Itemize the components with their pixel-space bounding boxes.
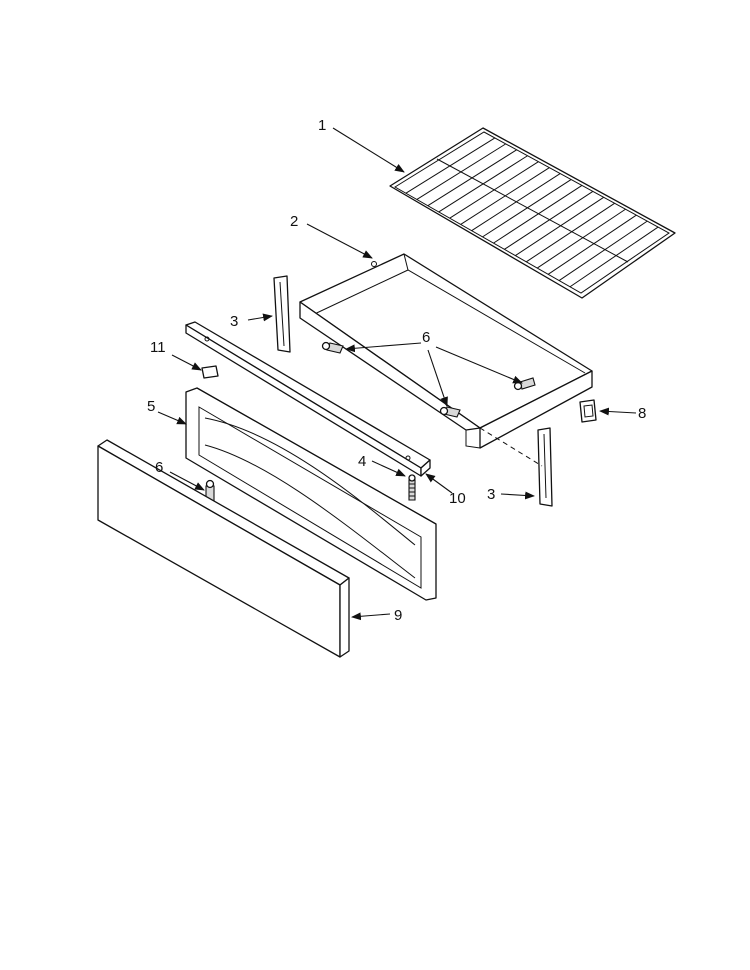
callout-2: 2 <box>290 213 298 230</box>
rack-bar <box>405 137 496 194</box>
panel-screw[interactable] <box>408 474 416 501</box>
rack-bar <box>536 208 626 269</box>
drawer-bracket[interactable] <box>185 321 431 477</box>
rack-bars <box>405 137 659 288</box>
rack-bar <box>482 179 572 238</box>
screw-left[interactable] <box>321 341 344 354</box>
leader-lines <box>157 127 637 621</box>
rack-bar <box>515 196 604 257</box>
callout-11: 11 <box>150 339 166 356</box>
rack-bar <box>493 185 583 244</box>
drawer-slide-left[interactable] <box>273 275 291 353</box>
clip[interactable] <box>579 399 597 423</box>
callouts: 1 2 3 6 11 5 8 4 6 3 10 9 <box>147 117 646 624</box>
oven-rack[interactable] <box>389 127 676 299</box>
callout-6-drawer: 6 <box>422 329 430 346</box>
rack-bar <box>471 173 561 232</box>
callout-9: 9 <box>394 607 402 624</box>
alignment-line <box>479 427 543 467</box>
small-clip[interactable] <box>201 365 219 379</box>
callout-10: 10 <box>449 490 466 507</box>
rack-bar <box>569 226 659 288</box>
drawer-front-panel[interactable] <box>97 439 350 658</box>
screw-center[interactable] <box>439 406 461 418</box>
rack-bar <box>504 190 594 250</box>
rack-bar <box>558 220 648 281</box>
drawer-inner-panel[interactable] <box>185 387 437 601</box>
rack-bar <box>547 214 637 275</box>
callout-1: 1 <box>318 117 326 134</box>
callout-6-front: 6 <box>155 459 163 476</box>
screw-right[interactable] <box>513 377 536 391</box>
rack-bar <box>526 202 615 263</box>
callout-3-left: 3 <box>230 313 238 330</box>
callout-5: 5 <box>147 398 155 415</box>
drawer-slide-right[interactable] <box>537 427 553 507</box>
callout-8: 8 <box>638 405 646 422</box>
callout-4: 4 <box>358 453 366 470</box>
callout-3-right: 3 <box>487 486 495 503</box>
